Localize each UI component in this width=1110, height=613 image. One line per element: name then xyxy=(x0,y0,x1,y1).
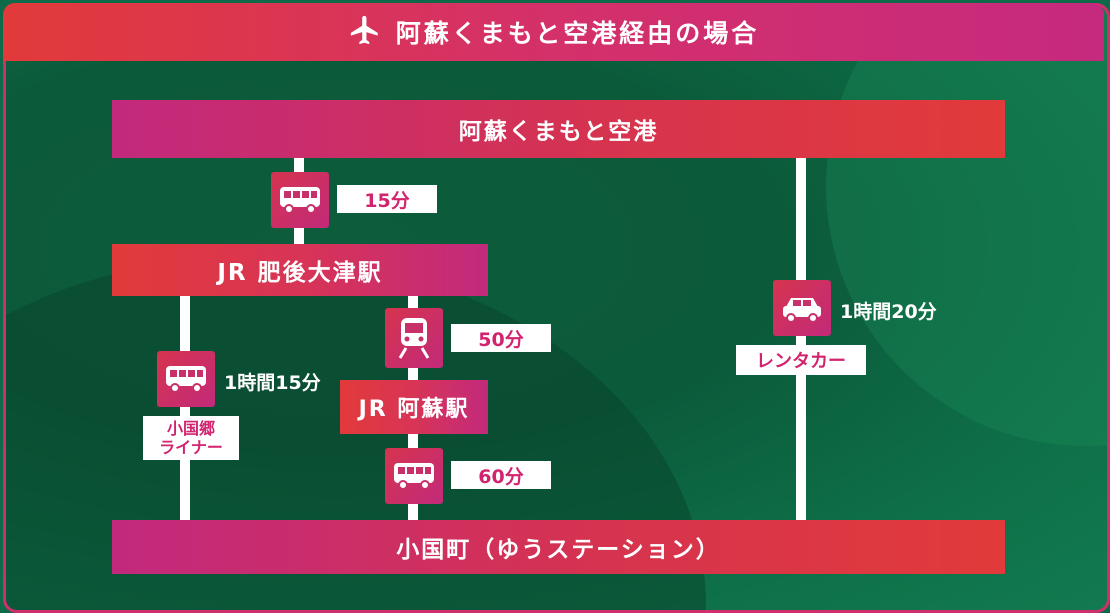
station-aso-label: JR 阿蘇駅 xyxy=(358,397,470,422)
time-aso-oguni-label: 60分 xyxy=(478,465,524,488)
route-title: 阿蘇くまもと空港経由の場合 xyxy=(395,19,760,48)
train-icon xyxy=(385,308,443,368)
station-airport-label: 阿蘇くまもと空港 xyxy=(458,119,659,145)
time-airport-oguni-label: 1時間20分 xyxy=(840,301,937,323)
time-aso-oguni: 60分 xyxy=(451,461,551,489)
airplane-icon xyxy=(348,13,382,51)
line-ozu-oguni xyxy=(180,296,190,520)
time-ozu-oguni: 1時間15分 xyxy=(224,368,321,395)
time-ozu-aso: 50分 xyxy=(451,324,551,352)
time-airport-ozu: 15分 xyxy=(337,185,437,213)
liner-name-line1: 小国郷 xyxy=(166,419,215,438)
station-aso: JR 阿蘇駅 xyxy=(340,380,488,434)
rental-car-name: レンタカー xyxy=(736,345,866,375)
time-airport-oguni: 1時間20分 xyxy=(840,297,937,324)
bus-icon xyxy=(385,448,443,504)
bus-icon xyxy=(157,351,215,407)
station-higo-ozu-label: JR 肥後大津駅 xyxy=(217,260,383,286)
route-header: 阿蘇くまもと空港経由の場合 xyxy=(3,3,1104,61)
station-oguni-label: 小国町（ゆうステーション） xyxy=(396,537,721,563)
liner-name: 小国郷 ライナー xyxy=(143,416,239,460)
car-icon xyxy=(773,280,831,336)
station-oguni: 小国町（ゆうステーション） xyxy=(112,520,1005,574)
station-airport: 阿蘇くまもと空港 xyxy=(112,100,1005,158)
liner-name-line2: ライナー xyxy=(159,438,223,457)
line-airport-oguni xyxy=(796,158,806,520)
time-ozu-oguni-label: 1時間15分 xyxy=(224,372,321,394)
time-airport-ozu-label: 15分 xyxy=(364,189,410,212)
bus-icon xyxy=(271,172,329,228)
time-ozu-aso-label: 50分 xyxy=(478,328,524,351)
rental-car-label: レンタカー xyxy=(756,351,846,372)
station-higo-ozu: JR 肥後大津駅 xyxy=(112,244,488,296)
